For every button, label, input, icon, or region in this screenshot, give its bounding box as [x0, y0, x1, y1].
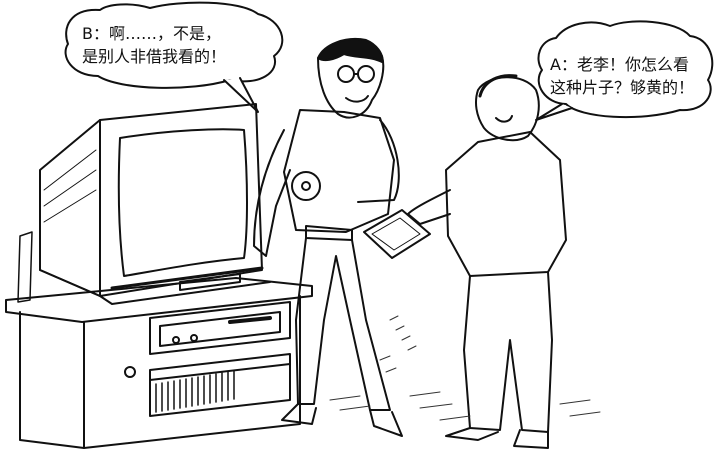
television — [17, 103, 271, 305]
video-box — [363, 209, 431, 259]
bubble-b-text: B：啊……，不是， 是别人非借我看的！ — [82, 22, 226, 68]
shelf-tapes — [155, 370, 235, 413]
bubble-a-text: A：老李！你怎么看 这种片子？够黄的！ — [550, 53, 694, 99]
bubble-b-line2: 是别人非借我看的！ — [82, 47, 227, 66]
man-b-figure — [253, 38, 403, 437]
bubble-b-line1: B：啊……，不是， — [82, 24, 221, 43]
speech-bubble-b — [64, 1, 284, 113]
bubble-a-line2: 这种片子？够黄的！ — [550, 78, 695, 97]
bubble-a-line1: A：老李！你怎么看 — [550, 55, 689, 74]
man-a-figure — [407, 74, 567, 449]
tv-stand — [5, 277, 313, 449]
floor-hatching — [329, 315, 601, 421]
